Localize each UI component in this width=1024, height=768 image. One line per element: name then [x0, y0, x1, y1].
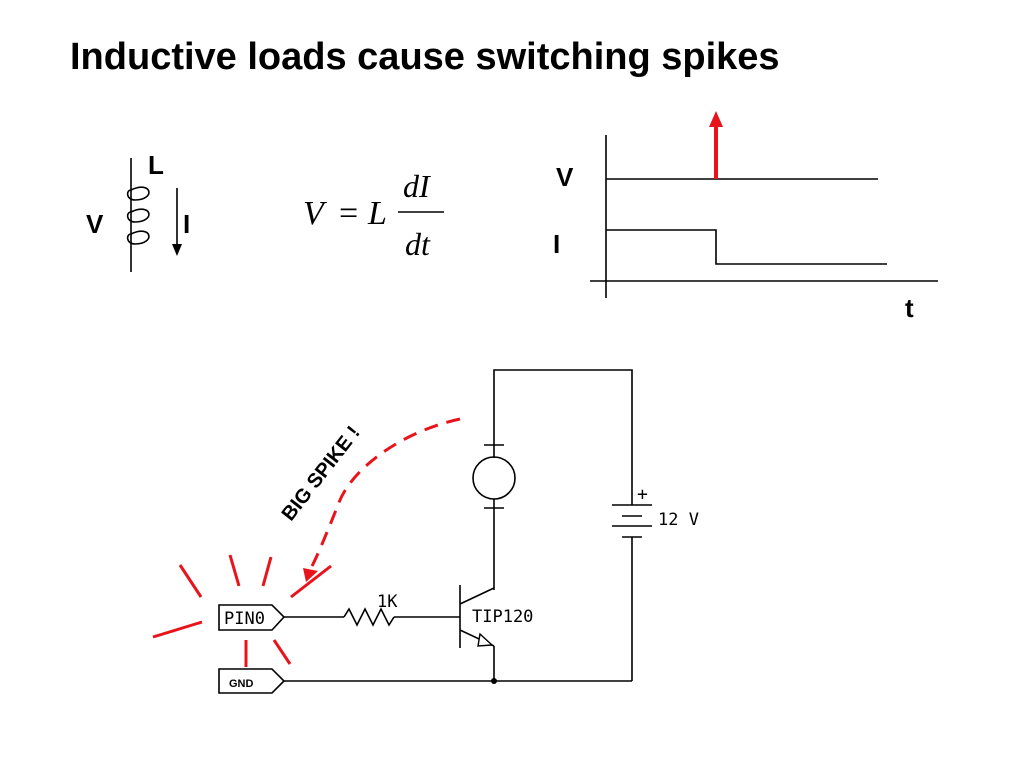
formula-numerator: dI: [403, 168, 431, 204]
pin0-label: PIN0: [224, 609, 265, 629]
current-trace: [606, 229, 887, 265]
waveform-plot: [590, 111, 938, 298]
formula-lhs: V: [303, 195, 328, 232]
spike-dashed-arrow: [308, 417, 461, 571]
current-direction-arrow: [172, 188, 182, 256]
pin-spike-burst: [152, 554, 332, 667]
formula-denominator: dt: [405, 226, 431, 262]
big-spike-label: BIG SPIKE !: [278, 422, 365, 525]
inductor-symbol: [126, 158, 150, 272]
inductor-formula: V = L dI dt: [303, 168, 444, 262]
transistor-label: TIP120: [472, 607, 533, 627]
pin0-connector: [218, 604, 286, 631]
formula-equals: =: [339, 195, 358, 232]
resistor-symbol: [343, 607, 395, 627]
ground-junction-dot: [491, 678, 497, 684]
motor-circle: [472, 456, 516, 500]
resistor-label: 1K: [377, 592, 398, 612]
inductor-voltage-label: V: [86, 209, 104, 239]
spike-annotation: BIG SPIKE !: [278, 417, 461, 582]
battery-polarity-label: +: [637, 484, 648, 505]
inductance-label: L: [148, 150, 164, 180]
transistor-symbol: [459, 585, 495, 681]
waveform-time-label: t: [905, 293, 914, 323]
spike-arrowhead: [303, 568, 318, 582]
supply-wire-top: [493, 369, 633, 495]
battery-voltage-label: 12 V: [658, 510, 699, 530]
gnd-label: GND: [229, 678, 254, 690]
waveform-current-label: I: [553, 229, 560, 259]
formula-factor: L: [367, 195, 387, 232]
circuit-schematic: + 12 V TIP120 1K PIN0 GND: [218, 369, 699, 694]
voltage-spike-arrow: [709, 111, 723, 179]
gnd-connector: [218, 668, 286, 694]
battery-symbol: [612, 495, 652, 681]
waveform-voltage-label: V: [556, 162, 574, 192]
inductor-current-label: I: [183, 209, 190, 239]
slide-title: Inductive loads cause switching spikes: [70, 36, 780, 78]
